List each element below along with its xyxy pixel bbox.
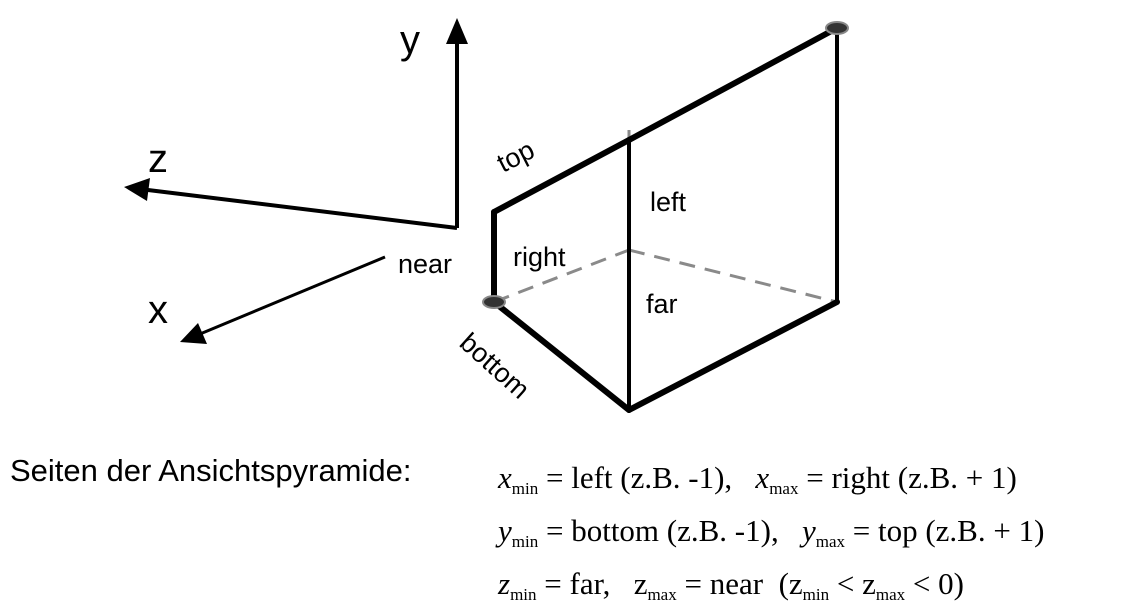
x-axis: [199, 255, 386, 336]
face-label-top: top: [492, 135, 539, 179]
eq2-rhs-b: = top (z.B. + 1): [852, 513, 1045, 548]
z-axis-arrowhead: [124, 178, 150, 201]
eq2-sub-b: max: [815, 532, 845, 551]
x-axis-arrowhead: [180, 323, 207, 344]
face-label-far: far: [646, 289, 678, 319]
eq3-var-a: z: [498, 566, 511, 601]
eq2-rhs-a: = bottom (z.B. -1),: [545, 513, 779, 548]
y-axis-arrowhead: [446, 18, 468, 44]
eq3-cond-open: (z: [778, 566, 803, 601]
eq1-var-a: x: [498, 460, 512, 495]
eq1-var-b: x: [755, 460, 770, 495]
eq1-sub-a: min: [511, 479, 539, 498]
eq2-var-b: y: [801, 513, 816, 548]
eq3-rhs-a: = far,: [544, 566, 611, 601]
eq1-sub-b: max: [769, 479, 799, 498]
corner-marker-far-top: [825, 21, 849, 35]
face-label-bottom: bottom: [454, 327, 535, 405]
face-label-left: left: [650, 187, 687, 217]
eq3-var-b: z: [633, 566, 648, 601]
z-axis: [147, 188, 458, 230]
equation-y-range: ymin = bottom (z.B. -1), ymax = top (z.B…: [498, 513, 1044, 552]
eq1-rhs-a: = left (z.B. -1),: [545, 460, 733, 495]
eq2-sub-a: min: [511, 532, 539, 551]
eq3-cond-close: < 0): [912, 566, 964, 601]
eq3-cond-sub2: max: [875, 585, 906, 604]
eq1-rhs-b: = right (z.B. + 1): [806, 460, 1017, 495]
eq3-sub-b: max: [647, 585, 677, 604]
face-label-near: near: [398, 249, 452, 279]
caption: Seiten der Ansichtspyramide:: [10, 453, 412, 488]
equation-x-range: xmin = left (z.B. -1), xmax = right (z.B…: [498, 460, 1017, 499]
equation-z-range: zmin = far, zmax = near (zmin < zmax < 0…: [498, 566, 964, 605]
view-frustum-diagram: y z x top left right near far bottom: [124, 18, 849, 413]
eq3-cond-sub1: min: [802, 585, 830, 604]
x-axis-label: x: [148, 288, 168, 332]
eq3-rhs-b: = near: [684, 566, 764, 601]
eq3-sub-a: min: [510, 585, 537, 604]
eq3-cond-mid: < z: [836, 566, 876, 601]
y-axis-label: y: [400, 18, 420, 62]
face-label-right: right: [513, 242, 566, 272]
z-axis-label: z: [148, 137, 168, 181]
eq2-var-a: y: [498, 513, 512, 548]
corner-marker-near-bottom: [482, 295, 506, 309]
visible-edges: [491, 25, 840, 413]
